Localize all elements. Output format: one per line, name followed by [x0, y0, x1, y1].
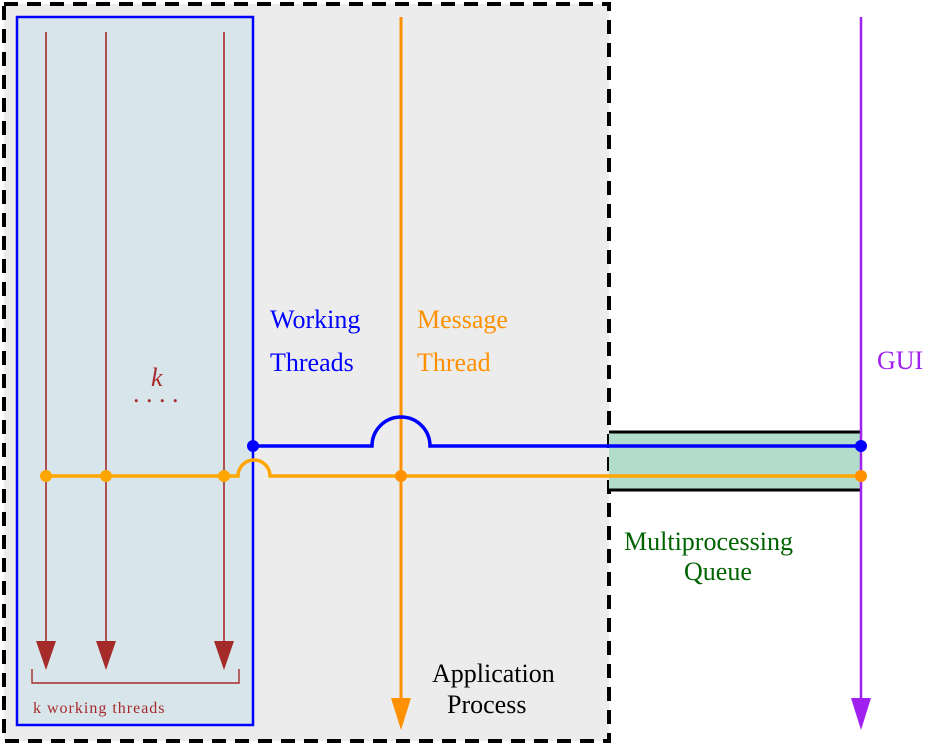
message-thread-label-line2: Thread [417, 348, 491, 377]
k-label: k [151, 363, 163, 392]
k-brace [31, 669, 240, 684]
message-channel [46, 458, 861, 478]
working-threads-label-line2: Threads [270, 348, 354, 377]
message-thread-arrowhead [391, 698, 411, 730]
thread-arrowhead-2 [96, 641, 116, 670]
blue-dot-left [247, 440, 259, 452]
k-working-threads-label: k working threads [33, 700, 166, 717]
queue-label-line2: Queue [684, 557, 752, 586]
queue-label-line1: Multiprocessing [624, 527, 793, 556]
orange-dot-thread-1 [40, 470, 52, 482]
thread-arrowhead-1 [36, 641, 56, 670]
application-label-line1: Application [432, 659, 555, 688]
working-threads-label-line1: Working [270, 305, 360, 334]
working-threads-channel [253, 415, 861, 448]
orange-dot-gui [855, 470, 867, 482]
ellipsis-dots: . . . . [133, 379, 179, 408]
orange-dot-thread-k [218, 470, 230, 482]
orange-dot-message [395, 470, 407, 482]
gui-label: GUI [877, 346, 923, 375]
gui-arrowhead [851, 698, 871, 730]
thread-arrowhead-k [214, 641, 234, 670]
working-threads-box [15, 15, 255, 727]
blue-dot-right [855, 440, 867, 452]
queue-fill [609, 432, 861, 490]
message-thread-label-line1: Message [417, 305, 508, 334]
application-label-line2: Process [447, 690, 526, 719]
orange-dot-thread-2 [100, 470, 112, 482]
